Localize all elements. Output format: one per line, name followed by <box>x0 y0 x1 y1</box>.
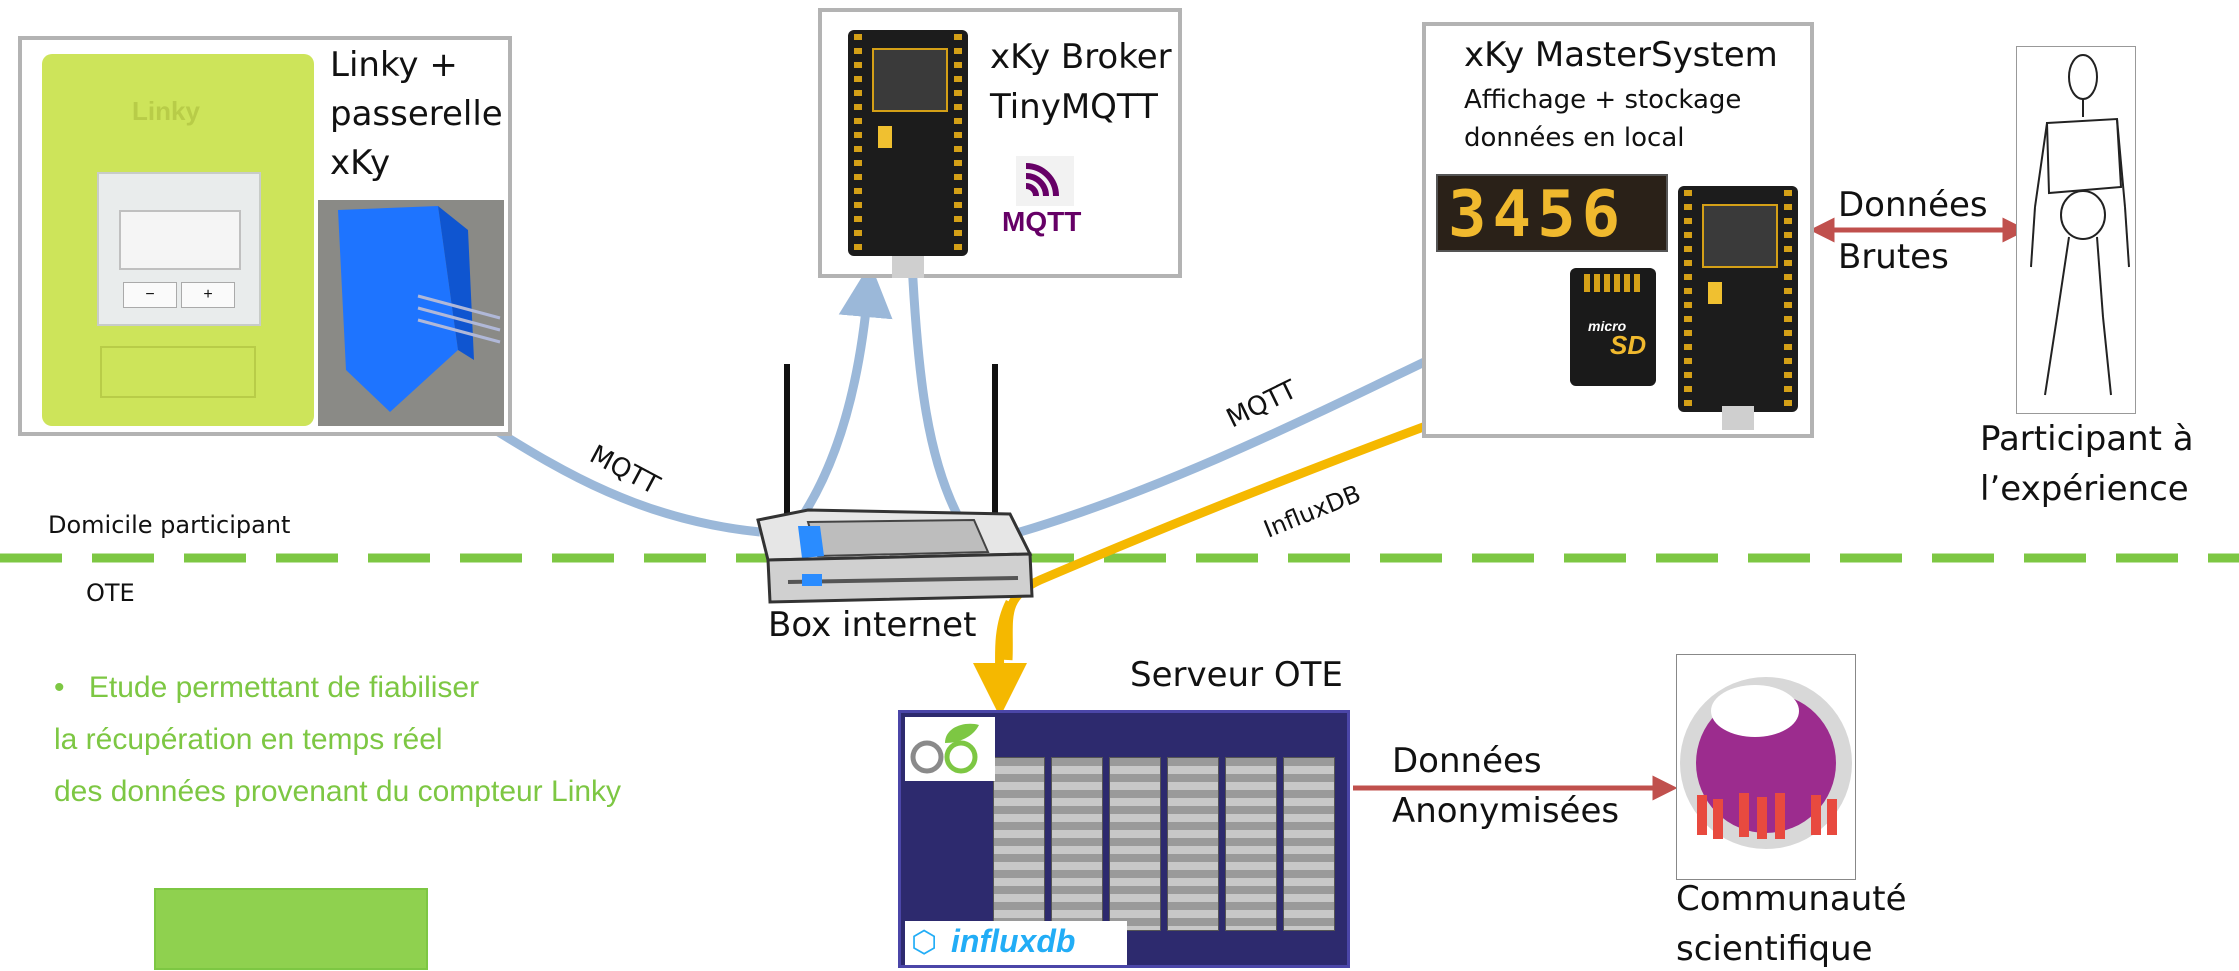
influxdb-logo: ⬡ influxdb <box>905 921 1127 965</box>
study-line3: des données provenant du compteur Linky <box>54 775 622 808</box>
study-line2: la récupération en temps réel <box>54 723 443 756</box>
broker-title-line2: TinyMQTT <box>990 87 1158 127</box>
esp8266-board-broker <box>848 30 968 278</box>
linky-title-line1: Linky + <box>330 45 458 85</box>
zone-home-label: Domicile participant <box>48 511 291 539</box>
community-label-line2: scientifique <box>1676 929 1873 969</box>
linky-box: Linky − + <box>18 36 512 436</box>
router-label: Box internet <box>768 605 977 645</box>
sd-text-micro: micro <box>1588 318 1627 334</box>
master-subtitle-line2: données en local <box>1464 123 1685 153</box>
router-image <box>748 360 1038 606</box>
study-line1: Etude permettant de fiabiliser <box>88 671 480 704</box>
master-system-box: 3456 micro SD <box>1422 22 1814 438</box>
study-bullet: • <box>54 671 65 704</box>
mqtt-link-linky <box>489 424 761 537</box>
raw-data-label-line2: Brutes <box>1838 237 1949 277</box>
mqtt-label-left: MQTT <box>585 440 665 501</box>
mqtt-logo-text: MQTT <box>1002 206 1082 237</box>
community-image <box>1676 654 1856 880</box>
server-label: Serveur OTE <box>1130 655 1343 695</box>
led-display-digits: 3456 <box>1448 178 1627 252</box>
raw-data-label-line1: Données <box>1838 185 1988 225</box>
master-subtitle-line1: Affichage + stockage <box>1464 85 1742 115</box>
xky-module-image <box>318 200 504 426</box>
ote-logo <box>905 717 995 781</box>
anon-data-label-line1: Données <box>1392 741 1542 781</box>
linky-meter-image: Linky − + <box>42 54 314 426</box>
linky-title-line2: passerelle <box>330 94 503 134</box>
participant-label-line1: Participant à <box>1980 419 2194 459</box>
zone-ote-label: OTE <box>86 579 135 607</box>
esp8266-board-master <box>1678 186 1798 430</box>
participant-label-line2: l’expérience <box>1980 469 2189 509</box>
led-matrix-display: 3456 <box>1436 174 1668 252</box>
linky-brand-text: Linky <box>132 96 200 126</box>
community-label-line1: Communauté <box>1676 879 1907 919</box>
sd-text-sd: SD <box>1610 330 1647 360</box>
mqtt-link-from-broker <box>907 261 964 523</box>
influxdb-icon: ⬡ <box>911 926 938 959</box>
linky-display: − + <box>97 172 261 326</box>
influxdb-logo-text: influxdb <box>951 923 1076 959</box>
green-rectangle <box>154 888 428 970</box>
linky-title-line3: xKy <box>330 143 391 183</box>
broker-title-line1: xKy Broker <box>990 37 1172 77</box>
micro-sd-card: micro SD <box>1570 268 1656 386</box>
master-title: xKy MasterSystem <box>1464 35 1778 75</box>
study-text-line1: • Etude permettant de fiabiliser <box>54 666 479 710</box>
mqtt-link-to-broker <box>796 263 893 523</box>
influx-label: InfluxDB <box>1260 479 1365 543</box>
server-rack-image: ⬡ influxdb <box>898 710 1350 968</box>
broker-box: MQTT <box>818 8 1182 278</box>
anon-data-label-line2: Anonymisées <box>1392 791 1620 831</box>
influx-link-down <box>972 599 1027 717</box>
participant-sketch-image <box>2016 46 2136 414</box>
mqtt-logo: MQTT <box>998 152 1094 242</box>
